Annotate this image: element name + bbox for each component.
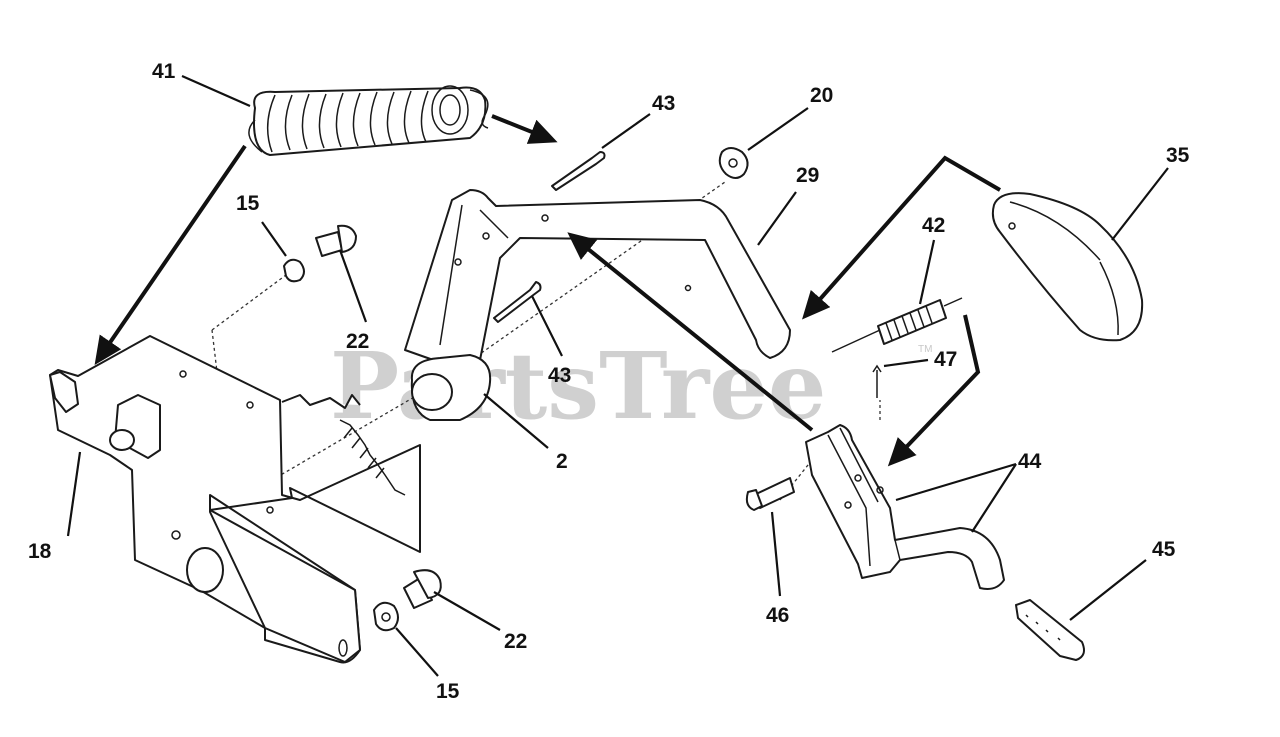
pin-part-47: [872, 364, 882, 398]
callout-43-top: 43: [652, 92, 675, 115]
assembly-arrows: [94, 114, 1002, 467]
watermark-text: PartsTree: [330, 332, 826, 440]
pedal-arm-part-2: [404, 189, 791, 421]
callout-29: 29: [796, 164, 819, 187]
spring-part-42: [831, 297, 963, 353]
callout-45: 45: [1152, 538, 1176, 561]
spring-part-41: [248, 85, 489, 156]
cotter-pin-part-43-mid: [493, 281, 542, 323]
cotter-pin-part-43-top: [551, 151, 606, 191]
bolt-part-46: [745, 477, 795, 511]
bolt-part-22-bottom: [403, 569, 442, 609]
callout-44: 44: [1018, 450, 1042, 473]
washer-part-15-bottom: [373, 601, 399, 632]
callout-2: 2: [556, 450, 568, 473]
callout-20: 20: [810, 84, 833, 107]
bracket-part-18: [49, 335, 421, 664]
clip-part-20: [718, 147, 749, 179]
callout-43-mid: 43: [548, 364, 571, 387]
callout-47: 47: [934, 348, 957, 371]
callout-18: 18: [28, 540, 52, 563]
callout-46: 46: [766, 604, 789, 627]
watermark-trademark: TM: [918, 344, 932, 355]
callout-labels: 41 43 20 35 29 15 42 22 47 43 44 2 18 45…: [28, 60, 1190, 703]
washer-part-15-top: [283, 258, 305, 283]
callout-22-top: 22: [346, 330, 369, 353]
leader-lines: [66, 74, 1169, 677]
pedal-pad-part-35: [991, 192, 1144, 342]
callout-22-bottom: 22: [504, 630, 527, 653]
callout-15-bottom: 15: [436, 680, 460, 703]
grip-part-45: [1015, 599, 1085, 661]
bolt-part-22-top: [315, 224, 357, 257]
pedal-lever-part-44: [805, 424, 1005, 590]
callout-15-top: 15: [236, 192, 260, 215]
callout-35: 35: [1166, 144, 1190, 167]
callout-41: 41: [152, 60, 176, 83]
callout-42: 42: [922, 214, 945, 237]
